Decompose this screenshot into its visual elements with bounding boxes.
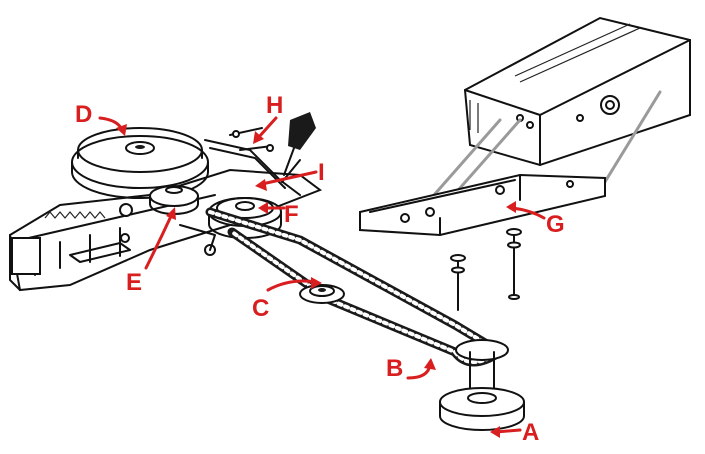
drive-belt-b [205,207,505,367]
callouts: A B C D E F [75,92,565,446]
callout-h: H [253,92,283,144]
callout-a: A [490,419,539,446]
pulley-d [71,127,209,199]
transmission-housing [463,16,691,167]
callout-f: F [258,201,299,228]
callout-e: E [126,207,176,296]
mounting-bracket-g [359,173,606,237]
mounting-bolts [450,228,522,311]
callout-label-g: G [546,211,565,238]
callout-label-f: F [284,201,299,228]
shift-knob-icon [283,112,316,176]
callout-b: B [386,355,436,382]
callout-label-h: H [266,92,283,119]
callout-label-i: I [318,159,325,186]
callout-g: G [506,201,565,238]
callout-c: C [252,277,322,322]
idler-pulley-c [299,284,345,304]
shift-linkage [204,112,316,196]
callout-label-e: E [126,269,142,296]
callout-label-a: A [522,419,539,446]
callout-label-b: B [386,355,403,382]
callout-i: I [255,159,325,191]
callout-label-d: D [75,101,92,128]
pulley-a [439,339,525,431]
callout-label-c: C [252,295,269,322]
callout-d: D [75,101,127,136]
